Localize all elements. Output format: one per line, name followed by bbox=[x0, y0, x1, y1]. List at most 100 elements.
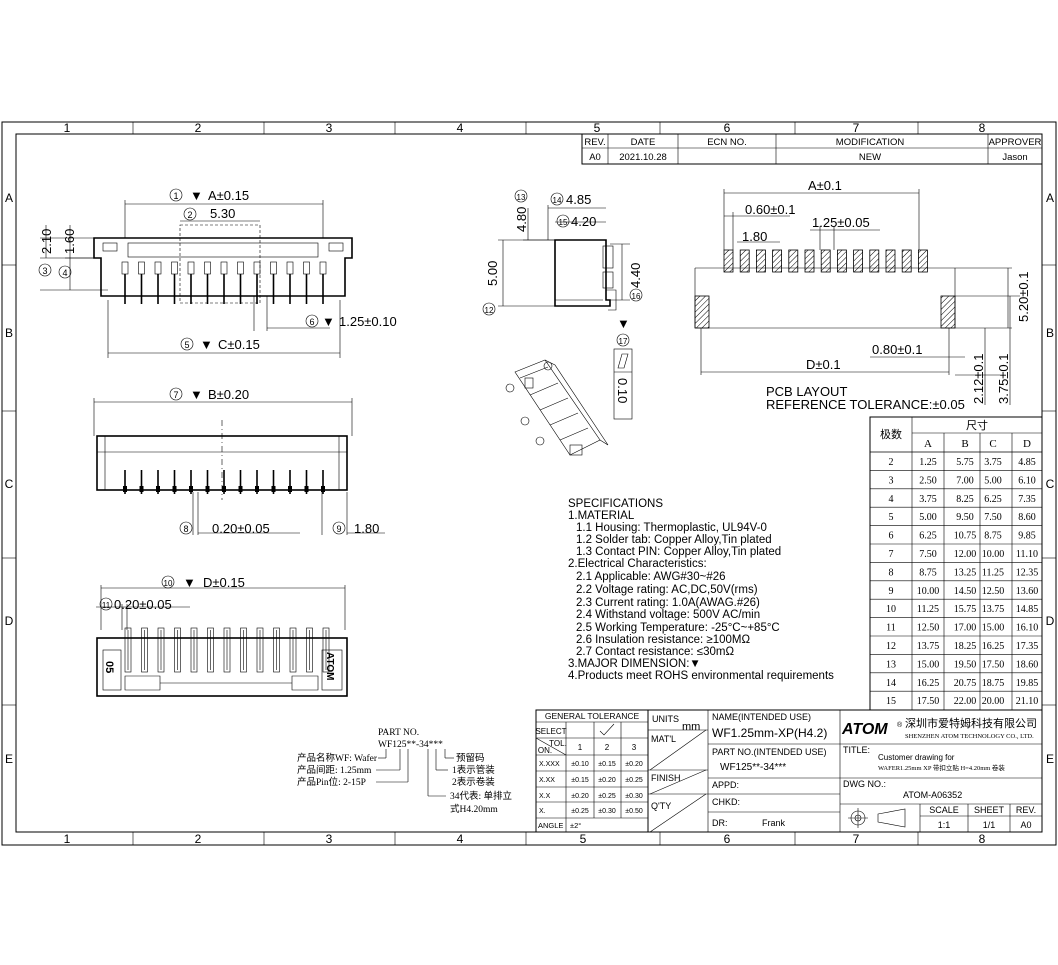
column-label: 3 bbox=[326, 832, 333, 846]
contact-pin bbox=[171, 261, 178, 275]
table-cell: 17.50 bbox=[917, 696, 940, 707]
row-label: B bbox=[5, 326, 13, 340]
contact-pin bbox=[256, 627, 264, 673]
tolerance-cell: ±0.10 bbox=[571, 761, 589, 768]
tolerance-title: GENERAL TOLERANCE bbox=[545, 711, 640, 721]
row-label: B bbox=[1046, 326, 1054, 340]
contact-pin bbox=[303, 261, 310, 275]
partno-value: WF125**-34*** bbox=[720, 762, 786, 773]
spec-line: 1.MATERIAL bbox=[568, 510, 635, 522]
table-cell: 11.10 bbox=[1016, 549, 1038, 560]
tolerance-cell: ±0.20 bbox=[571, 793, 589, 800]
contact-pin bbox=[207, 627, 214, 673]
scale-label: SCALE bbox=[929, 805, 959, 815]
table-cell: 16.10 bbox=[1016, 623, 1039, 634]
table-cell: 15.00 bbox=[982, 623, 1005, 634]
table-cell: 5.75 bbox=[956, 457, 974, 468]
pcb-pad bbox=[869, 249, 880, 273]
title-line-2: WAFER1.25mm XP 带扣立贴 H=4.20mm 卷装 bbox=[878, 763, 1005, 772]
table-cell: 20.75 bbox=[954, 678, 977, 689]
table-cell: 7.35 bbox=[1018, 494, 1036, 505]
revision-table: REV. DATE ECN NO. MODIFICATION APPROVER … bbox=[581, 133, 1043, 165]
tolerance-cell: ±0.25 bbox=[625, 777, 643, 784]
pin-foot bbox=[288, 486, 292, 492]
pcb-pad bbox=[788, 249, 799, 273]
balloon-13: 13 bbox=[517, 193, 526, 202]
pcb-pad bbox=[739, 249, 750, 273]
table-cell: 15.00 bbox=[917, 659, 940, 670]
balloon-14: 14 bbox=[553, 196, 562, 205]
dim-0-20: 0.20±0.05 bbox=[114, 597, 172, 612]
table-cell: 9.85 bbox=[1018, 531, 1036, 542]
dim-c: C±0.15 bbox=[218, 337, 260, 352]
table-cell: 13.75 bbox=[917, 641, 940, 652]
table-cell: 12.35 bbox=[1016, 567, 1039, 578]
tol-col-1: 1 bbox=[578, 743, 583, 752]
modification-header: MODIFICATION bbox=[836, 137, 905, 148]
approved-label: APPD: bbox=[712, 780, 739, 790]
table-cell: 22.00 bbox=[954, 696, 977, 707]
sheet-label: SHEET bbox=[974, 805, 1005, 815]
contact-pin bbox=[322, 627, 330, 673]
pcb-pad bbox=[918, 249, 928, 273]
scale-value: 1:1 bbox=[938, 820, 951, 830]
balloon-4: 4 bbox=[62, 268, 67, 278]
part-no-pins: 产品Pin位: 2-15P bbox=[297, 776, 366, 788]
row-label: D bbox=[1046, 614, 1055, 628]
table-cell: 5 bbox=[889, 512, 894, 523]
contact-pin bbox=[286, 261, 294, 275]
pcb-pad bbox=[723, 249, 734, 273]
table-cell: 17.50 bbox=[982, 659, 1005, 670]
column-label: 7 bbox=[853, 121, 860, 135]
company-name-en: SHENZHEN ATOM TECHNOLOGY CO., LTD. bbox=[905, 733, 1034, 740]
table-cell: 6 bbox=[889, 531, 894, 542]
tolerance-cell: ±0.30 bbox=[625, 793, 643, 800]
sheet-value: 1/1 bbox=[983, 820, 996, 830]
table-cell: 17.35 bbox=[1016, 641, 1039, 652]
pin-foot bbox=[156, 486, 160, 492]
rev-label: REV. bbox=[1016, 805, 1036, 815]
pcb-pad bbox=[885, 249, 896, 273]
pole-count-header: 极数 bbox=[880, 427, 902, 441]
approver-value: Jason bbox=[1002, 152, 1027, 163]
contact-pin bbox=[237, 261, 244, 275]
part-no-reserved: 预留码 bbox=[456, 752, 485, 764]
balloon-17: 17 bbox=[619, 337, 628, 346]
spec-line: 2.4 Withstand voltage: 500V AC/min bbox=[576, 609, 760, 621]
tolerance-cell: ±0.15 bbox=[571, 777, 589, 784]
table-cell: 13 bbox=[886, 659, 896, 670]
spec-line: 4.Products meet ROHS environmental requi… bbox=[568, 670, 834, 682]
pcb-dim-1-25: 1.25±0.05 bbox=[812, 215, 870, 230]
pin-foot bbox=[255, 486, 259, 492]
bottom-view: 10 ▼ D±0.15 11 0.20±0.05 05 ATOM bbox=[96, 575, 348, 697]
column-label: 6 bbox=[724, 832, 731, 846]
spec-line: 3.MAJOR DIMENSION:▼ bbox=[568, 658, 701, 670]
tolerance-cell: ±0.20 bbox=[598, 777, 616, 784]
material-label: MAT'L bbox=[651, 734, 676, 744]
spec-line: 2.5 Working Temperature: -25°C~+85°C bbox=[576, 622, 780, 634]
table-cell: 8.75 bbox=[984, 531, 1002, 542]
contact-pin bbox=[138, 261, 145, 275]
row-label: C bbox=[1046, 477, 1055, 491]
date-header: DATE bbox=[631, 137, 656, 148]
pcb-layout-tolerance: REFERENCE TOLERANCE:±0.05 bbox=[766, 397, 965, 412]
tolerance-cell: ±0.15 bbox=[598, 761, 616, 768]
table-cell: 6.25 bbox=[919, 531, 937, 542]
size-header: 尺寸 bbox=[966, 418, 988, 432]
title-block: UNITS mm MAT'L FINISH Q'TY NAME(INTENDED… bbox=[647, 709, 1043, 833]
tolerance-cell: X.XX bbox=[539, 777, 555, 784]
spec-line: 2.1 Applicable: AWG#30~#26 bbox=[576, 571, 726, 583]
column-label: 4 bbox=[457, 832, 464, 846]
table-cell: 16.25 bbox=[917, 678, 940, 689]
tolerance-cell: X. bbox=[539, 808, 546, 815]
table-cell: 13.75 bbox=[982, 604, 1005, 615]
pcb-pad bbox=[772, 249, 782, 273]
table-cell: 12.00 bbox=[954, 549, 977, 560]
specifications: SPECIFICATIONS 1.MATERIAL 1.1 Housing: T… bbox=[568, 498, 834, 682]
tolerance-cell: ±0.30 bbox=[598, 808, 616, 815]
tol-col-2: 2 bbox=[605, 743, 610, 752]
balloon-10: 10 bbox=[164, 579, 173, 588]
dim-1-25: 1.25±0.10 bbox=[339, 314, 397, 329]
rev-value: A0 bbox=[589, 152, 601, 163]
